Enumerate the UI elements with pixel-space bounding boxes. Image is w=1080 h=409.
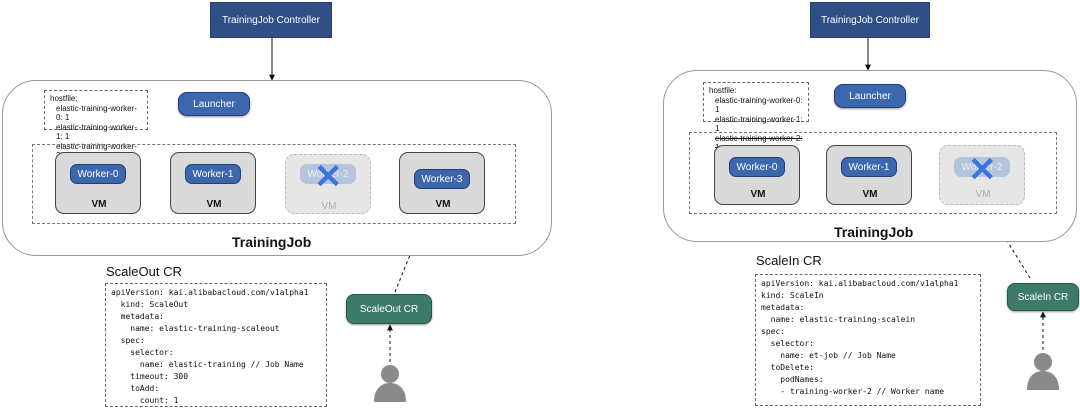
right-vm-2-label: VM	[975, 189, 991, 200]
right-vm-1-label: VM	[862, 189, 878, 200]
left-vm-0: Worker-0 VM	[55, 152, 141, 214]
yaml-line: selector:	[111, 348, 174, 357]
yaml-line: metadata:	[761, 303, 805, 312]
yaml-line: count: 1	[111, 396, 179, 405]
left-trainingjob-label: TrainingJob	[232, 234, 312, 250]
right-scalein-cr-label: ScaleIn CR	[1017, 291, 1069, 303]
yaml-line: kind: ScaleIn	[761, 291, 824, 300]
yaml-line: spec:	[761, 327, 786, 336]
yaml-line: name: et-job // Job Name	[761, 351, 896, 360]
left-vm-1-label: VM	[206, 199, 222, 210]
left-controller-label: TrainingJob Controller	[221, 14, 320, 26]
yaml-line: name: elastic-training-scaleout	[111, 324, 280, 333]
right-cr-title: ScaleIn CR	[756, 253, 822, 268]
left-worker-2: Worker-2	[300, 164, 356, 184]
left-launcher-label: Launcher	[193, 98, 235, 110]
right-vm-2-failed: Worker-2 ✕ VM	[939, 145, 1025, 205]
left-hostfile: hostfile: elastic-training-worker-0: 1 e…	[44, 90, 148, 160]
right-hostfile-entry: elastic-training-worker-1: 1	[715, 114, 803, 134]
left-vm-3-label: VM	[435, 199, 451, 210]
right-trainingjob-label: TrainingJob	[834, 224, 914, 240]
right-worker-2: Worker-2	[954, 157, 1010, 177]
left-vm-2-failed: Worker-2 ✕ VM	[285, 154, 371, 214]
left-scaleout-cr-label: ScaleOut CR	[359, 303, 419, 315]
right-vm-0: Worker-0 VM	[714, 145, 800, 205]
yaml-line: name: elastic-training // Job Name	[111, 360, 304, 369]
x-mark-icon: ✕	[968, 151, 997, 189]
left-hostfile-entry: elastic-training-worker-1: 1	[56, 122, 137, 142]
yaml-line: metadata:	[111, 312, 164, 321]
right-controller-box: TrainingJob Controller	[810, 2, 930, 38]
right-worker-group	[689, 132, 1057, 214]
right-launcher: Launcher	[834, 84, 906, 108]
left-vm-0-label: VM	[91, 199, 107, 210]
yaml-line: selector:	[761, 339, 814, 348]
right-worker-0: Worker-0	[729, 157, 785, 177]
right-hostfile-title: hostfile:	[709, 86, 737, 95]
left-controller-box: TrainingJob Controller	[210, 2, 332, 38]
left-worker-1: Worker-1	[185, 164, 241, 184]
left-launcher: Launcher	[178, 92, 250, 116]
right-hostfile: hostfile: elastic-training-worker-0: 1 e…	[703, 82, 809, 152]
left-cr-title: ScaleOut CR	[106, 264, 182, 279]
user-icon	[1027, 353, 1059, 390]
right-yaml-block: apiVersion: kai.alibabacloud.com/v1alpha…	[755, 274, 981, 406]
yaml-line: toAdd:	[111, 384, 160, 393]
yaml-line: toDelete:	[761, 363, 814, 372]
yaml-line: name: elastic-training-scalein	[761, 315, 916, 324]
yaml-line: podNames:	[761, 375, 824, 384]
user-icon	[374, 365, 406, 402]
yaml-line: spec:	[111, 336, 145, 345]
left-worker-0: Worker-0	[70, 164, 126, 184]
yaml-line: - training-worker-2 // Worker name	[761, 387, 945, 396]
right-hostfile-entry: elastic-training-worker-0: 1	[715, 95, 803, 115]
right-worker-1: Worker-1	[841, 157, 897, 177]
left-hostfile-entry: elastic-training-worker-0: 1	[56, 103, 137, 123]
yaml-line: apiVersion: kai.alibabacloud.com/v1alpha…	[111, 288, 309, 297]
right-scalein-cr-button: ScaleIn CR	[1007, 283, 1079, 311]
left-yaml-block: apiVersion: kai.alibabacloud.com/v1alpha…	[105, 283, 327, 407]
right-launcher-label: Launcher	[849, 90, 891, 102]
left-vm-3: Worker-3 VM	[399, 152, 485, 214]
left-scaleout-cr-button: ScaleOut CR	[346, 294, 432, 324]
yaml-line: apiVersion: kai.alibabacloud.com/v1alpha…	[761, 279, 959, 288]
right-controller-label: TrainingJob Controller	[820, 14, 919, 26]
yaml-line: timeout: 300	[111, 372, 189, 381]
right-vm-0-label: VM	[750, 189, 766, 200]
right-vm-1: Worker-1 VM	[826, 145, 912, 205]
x-mark-icon: ✕	[314, 158, 343, 196]
left-hostfile-title: hostfile:	[50, 94, 78, 103]
left-worker-group	[32, 144, 516, 224]
yaml-line: kind: ScaleOut	[111, 300, 189, 309]
left-worker-3: Worker-3	[414, 169, 470, 189]
left-vm-2-label: VM	[321, 201, 337, 212]
left-vm-1: Worker-1 VM	[170, 152, 256, 214]
